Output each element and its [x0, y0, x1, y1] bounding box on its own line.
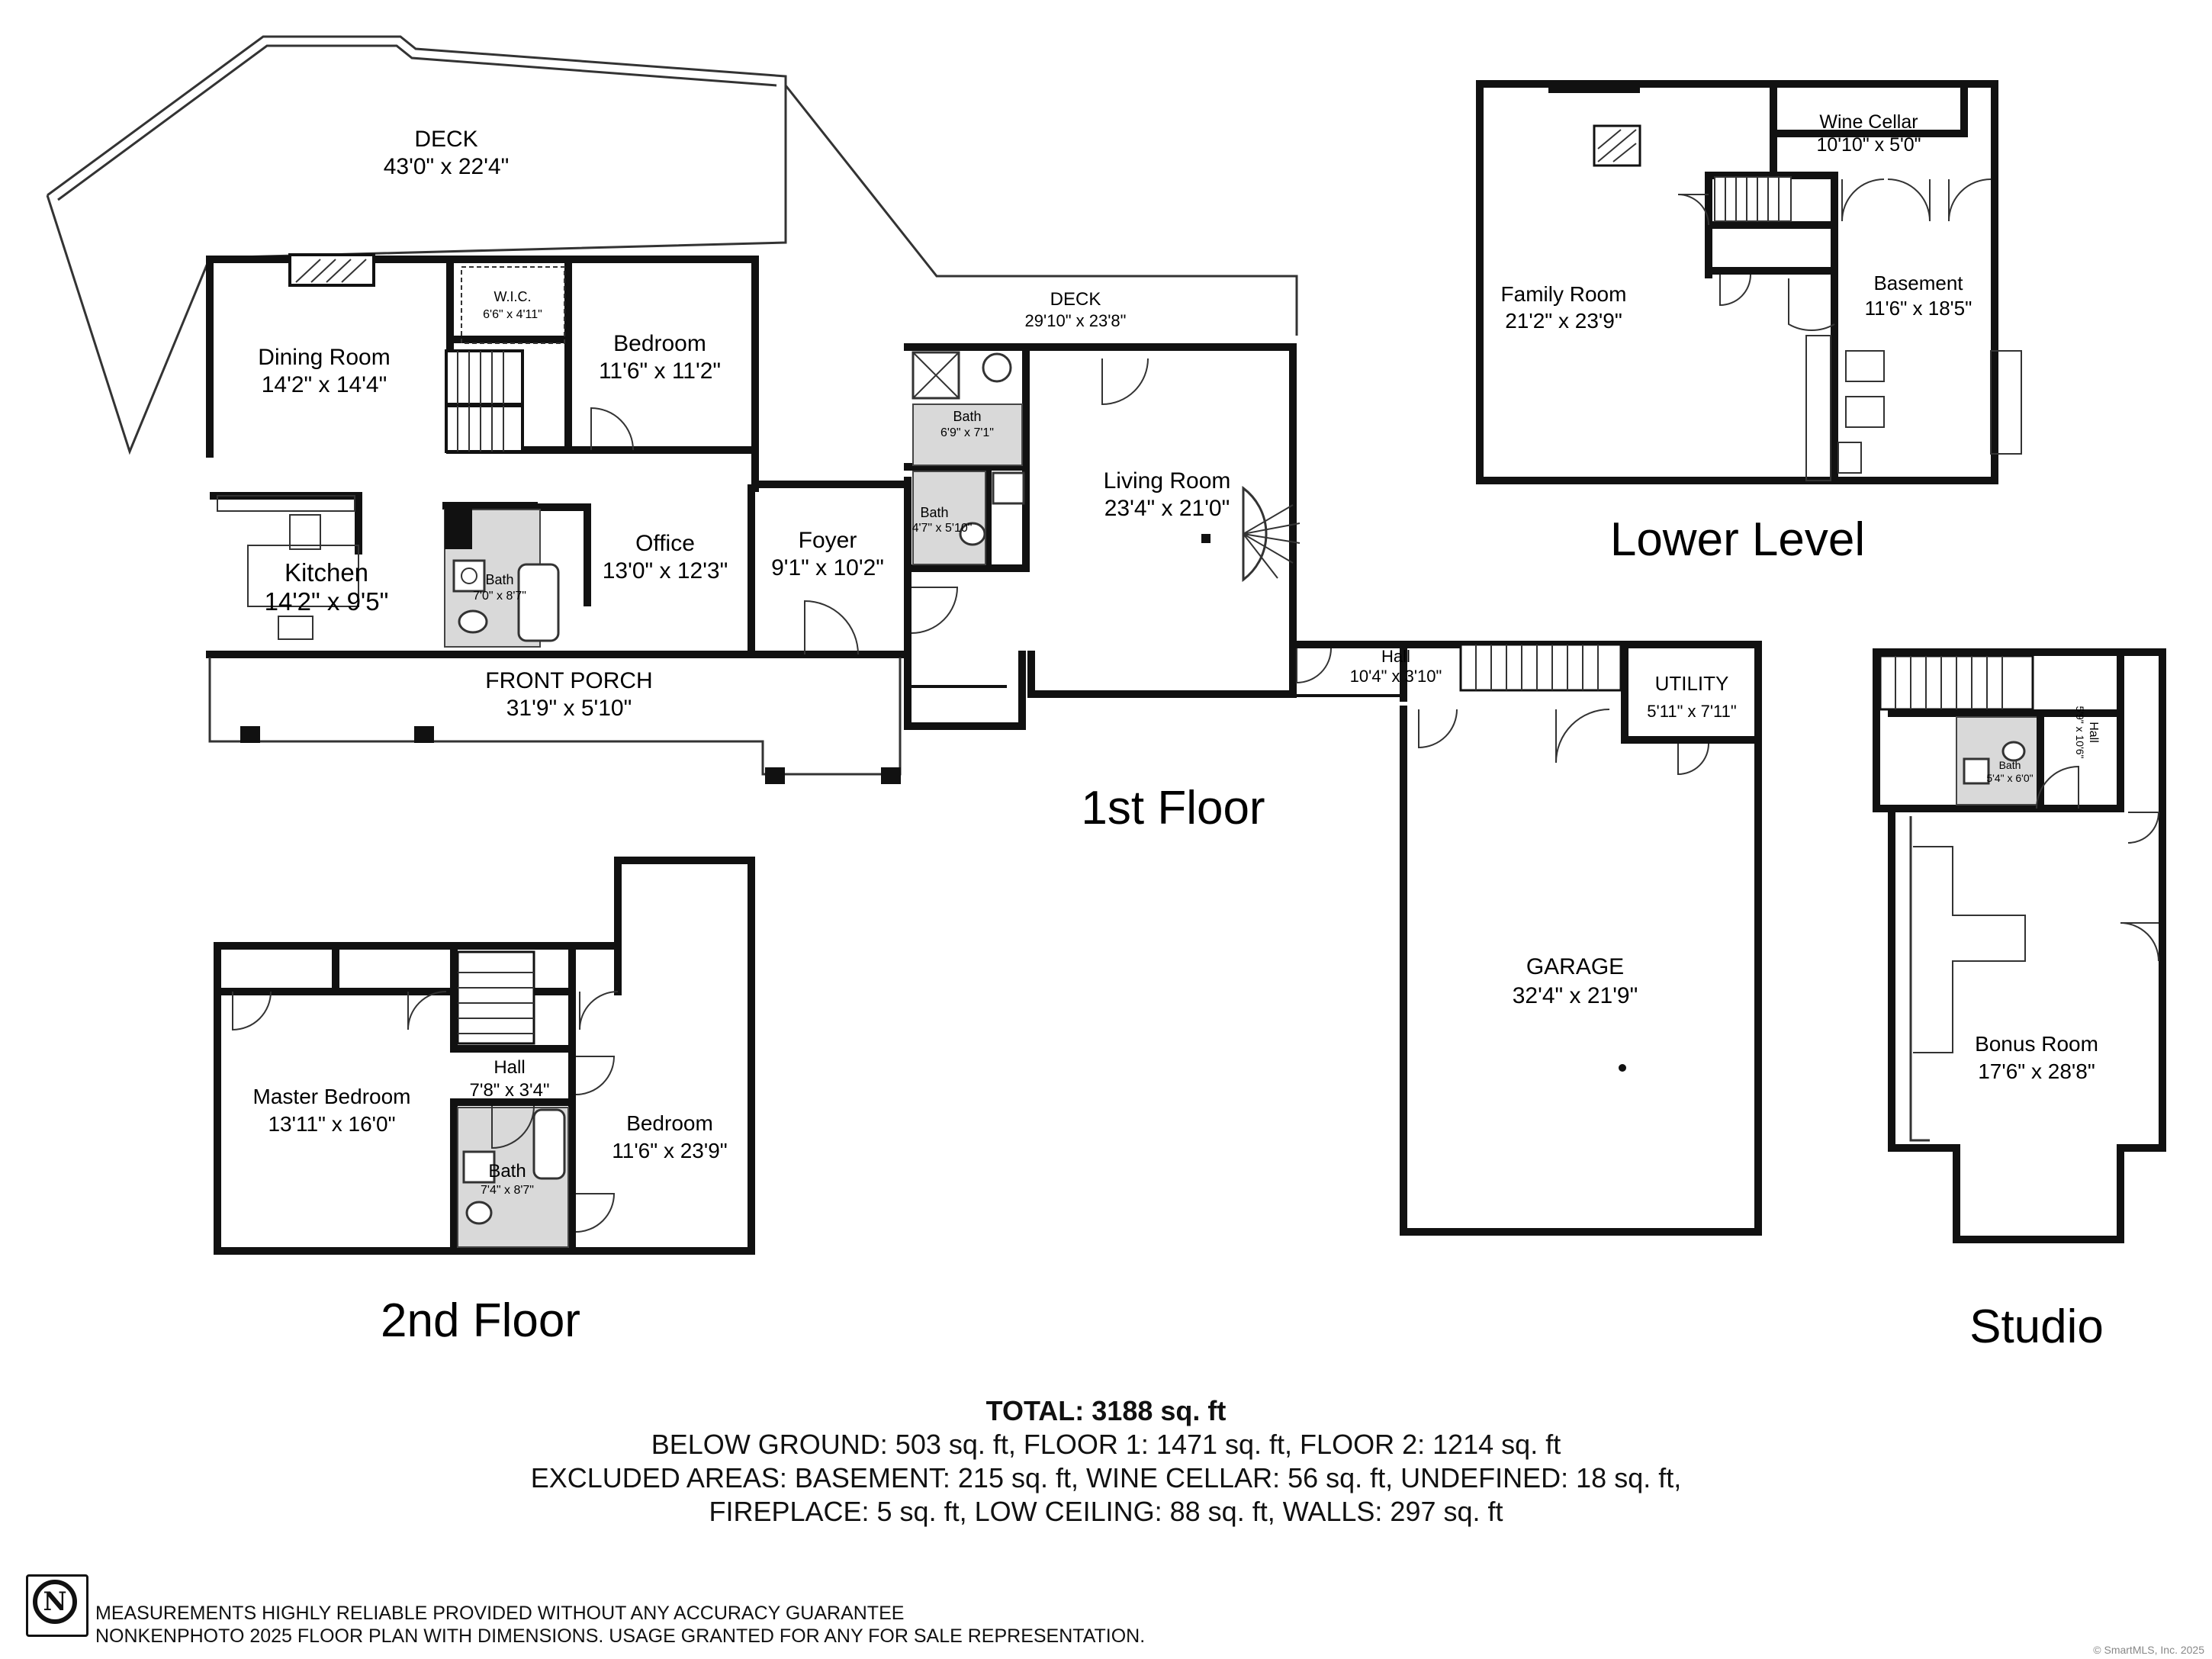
room-label-dining: Dining Room: [258, 345, 390, 370]
svg-text:5'4" x 6'0": 5'4" x 6'0": [1986, 772, 2033, 784]
svg-text:21'2" x 23'9": 21'2" x 23'9": [1505, 309, 1622, 333]
compass-icon: N: [26, 1574, 88, 1637]
svg-text:6'9" x 7'1": 6'9" x 7'1": [940, 426, 994, 439]
svg-text:11'6" x 18'5": 11'6" x 18'5": [1865, 297, 1972, 320]
copyright: © SmartMLS, Inc. 2025: [2093, 1644, 2204, 1656]
second-floor-plan: [214, 857, 755, 1255]
room-labels: DECK 43'0" x 22'4" DECK 29'10" x 23'8" D…: [253, 111, 2100, 1197]
room-label-bath-5: Bath: [1999, 759, 2021, 771]
room-label-porch: FRONT PORCH: [485, 668, 652, 693]
svg-text:13'0" x 12'3": 13'0" x 12'3": [603, 558, 728, 584]
svg-text:10'10" x 5'0": 10'10" x 5'0": [1816, 134, 1921, 156]
spiral-stair-icon: [1242, 485, 1301, 583]
room-label-kitchen: Kitchen: [285, 558, 368, 587]
svg-text:7'4" x 8'7": 7'4" x 8'7": [481, 1184, 534, 1197]
room-label-bath-3: Bath: [920, 505, 948, 520]
room-label-wic: W.I.C.: [494, 289, 532, 304]
sink-icon: [452, 559, 486, 593]
floor-label-first: 1st Floor: [1081, 782, 1265, 834]
svg-text:7'8" x 3'4": 7'8" x 3'4": [470, 1080, 550, 1101]
lower-level-plan: [1476, 80, 2022, 484]
studio-plan: [1873, 648, 2166, 1243]
svg-text:11'6" x 23'9": 11'6" x 23'9": [612, 1139, 727, 1162]
room-label-office: Office: [635, 531, 695, 556]
svg-text:9'1" x 10'2": 9'1" x 10'2": [771, 555, 884, 580]
svg-text:5'9" x 10'6": 5'9" x 10'6": [2074, 706, 2086, 759]
room-label-basement: Basement: [1873, 272, 1963, 294]
svg-text:4'7" x 5'10": 4'7" x 5'10": [912, 522, 973, 535]
floor-label-studio: Studio: [1969, 1301, 2104, 1353]
room-label-wine: Wine Cellar: [1819, 111, 1918, 133]
disclaimer-line-2: NONKENPHOTO 2025 FLOOR PLAN WITH DIMENSI…: [95, 1625, 1146, 1647]
room-label-family: Family Room: [1501, 282, 1627, 306]
svg-text:32'4" x 21'9": 32'4" x 21'9": [1513, 983, 1638, 1008]
room-label-deck-rear: DECK: [1050, 289, 1101, 310]
floor-labels: 1st Floor 2nd Floor Lower Level Studio: [381, 513, 2104, 1353]
room-label-bedroom-1: Bedroom: [613, 331, 706, 356]
room-label-master: Master Bedroom: [253, 1085, 411, 1108]
svg-text:7'0" x 8'7": 7'0" x 8'7": [473, 590, 526, 603]
area-breakdown-line-2: EXCLUDED AREAS: BASEMENT: 215 sq. ft, WI…: [530, 1462, 1682, 1493]
room-label-bonus: Bonus Room: [1975, 1032, 2098, 1056]
svg-text:23'4" x 21'0": 23'4" x 21'0": [1104, 496, 1230, 521]
room-label-hall-1: Hall: [1381, 647, 1410, 666]
room-label-hall-2: Hall: [494, 1057, 525, 1078]
door-swing-icon: [590, 407, 634, 451]
svg-text:29'10" x 23'8": 29'10" x 23'8": [1025, 311, 1127, 330]
stairs-icon: [1459, 643, 1622, 692]
fireplace-icon: [288, 253, 375, 287]
room-label-bath-4: Bath: [488, 1161, 526, 1182]
stairs-icon: [456, 950, 535, 1045]
svg-text:11'6" x 11'2": 11'6" x 11'2": [599, 358, 721, 384]
svg-text:5'11" x 7'11": 5'11" x 7'11": [1647, 702, 1736, 721]
room-label-foyer: Foyer: [799, 528, 857, 553]
garage-plan: [1400, 641, 1762, 1236]
deck-outline: [46, 35, 787, 455]
fireplace-icon: [1593, 124, 1641, 167]
first-floor-plan: [46, 35, 1407, 784]
area-totals: TOTAL: 3188 sq. ft BELOW GROUND: 503 sq.…: [0, 1394, 2212, 1529]
disclaimer-line-1: MEASUREMENTS HIGHLY RELIABLE PROVIDED WI…: [95, 1603, 905, 1624]
room-label-bedroom-2: Bedroom: [626, 1111, 713, 1135]
room-label-hall-3: Hall: [2087, 722, 2100, 743]
room-label-living: Living Room: [1104, 468, 1231, 494]
disclaimer: MEASUREMENTS HIGHLY RELIABLE PROVIDED WI…: [95, 1602, 1145, 1648]
svg-text:43'0" x 22'4": 43'0" x 22'4": [384, 154, 510, 179]
shower-icon: [911, 351, 960, 400]
area-breakdown-line-3: FIREPLACE: 5 sq. ft, LOW CEILING: 88 sq.…: [709, 1496, 1503, 1527]
area-breakdown-line-1: BELOW GROUND: 503 sq. ft, FLOOR 1: 1471 …: [651, 1429, 1561, 1460]
svg-text:13'11" x 16'0": 13'11" x 16'0": [268, 1112, 395, 1136]
floor-label-second: 2nd Floor: [381, 1294, 580, 1347]
bathtub-icon: [517, 563, 560, 642]
toilet-icon: [458, 609, 488, 634]
room-label-garage: GARAGE: [1526, 954, 1624, 979]
stairs-icon: [445, 349, 524, 453]
svg-text:17'6" x 28'8": 17'6" x 28'8": [1978, 1059, 2095, 1083]
room-label-bath-1: Bath: [485, 572, 513, 587]
svg-text:10'4" x 3'10": 10'4" x 3'10": [1350, 667, 1442, 686]
svg-text:14'2" x 9'5": 14'2" x 9'5": [265, 587, 389, 616]
floor-label-lower: Lower Level: [1610, 513, 1865, 566]
svg-text:31'9" x 5'10": 31'9" x 5'10": [506, 696, 632, 721]
svg-text:6'6" x 4'11": 6'6" x 4'11": [483, 308, 542, 321]
room-label-deck-main: DECK: [414, 127, 477, 152]
svg-text:14'2" x 14'4": 14'2" x 14'4": [262, 372, 387, 397]
total-area: TOTAL: 3188 sq. ft: [985, 1395, 1227, 1426]
compass-letter: N: [43, 1587, 67, 1617]
room-label-bath-2: Bath: [953, 409, 981, 424]
room-label-utility: UTILITY: [1655, 672, 1729, 695]
